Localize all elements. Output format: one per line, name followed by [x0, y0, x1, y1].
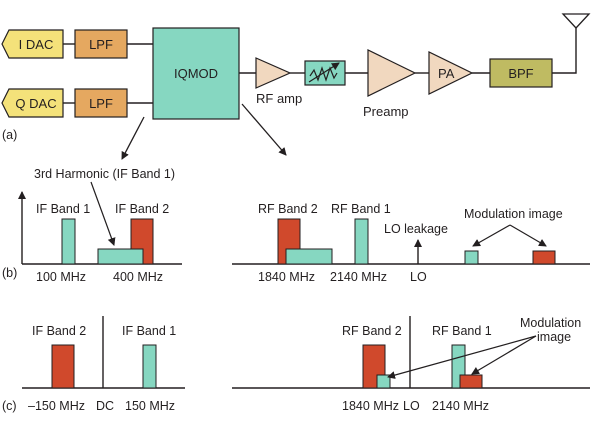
third-harmonic-label: 3rd Harmonic (IF Band 1): [34, 167, 175, 181]
modulation-image-arrow-c-right: [471, 335, 537, 375]
spectrum-b-right: RF Band 2 RF Band 1 LO leakage Modulatio…: [232, 202, 590, 284]
freq-1840-label: 1840 MHz: [258, 270, 315, 284]
if-band-1-label: IF Band 1: [36, 202, 90, 216]
wire-bpf-antenna: [552, 28, 577, 74]
rf-harmonic-bar: [285, 248, 333, 265]
if-band-2-label-c: IF Band 2: [32, 324, 86, 338]
section-label-b: (b): [2, 266, 17, 280]
block-diagram: I DAC Q DAC LPF LPF IQMOD RF amp: [1, 13, 591, 160]
lpf-top-label: LPF: [89, 37, 113, 52]
preamp-triangle: [367, 49, 417, 97]
if-band-1-label-c: IF Band 1: [122, 324, 176, 338]
modulation-image-red-bar: [532, 250, 556, 265]
dc-label: DC: [96, 399, 114, 413]
pa-label: PA: [438, 66, 455, 81]
q-dac-label: Q DAC: [15, 96, 56, 111]
freq-100-label: 100 MHz: [36, 270, 86, 284]
iqmod-label: IQMOD: [174, 66, 218, 81]
modulation-image-label-c-line1: Modulation: [520, 316, 581, 330]
if-band-1-pos-bar: [142, 344, 157, 389]
row-c: (c) IF Band 2 IF Band 1 –150 MHz DC 150 …: [2, 316, 590, 413]
if-band-2-label: IF Band 2: [115, 202, 169, 216]
modulation-image-teal-bar: [464, 250, 479, 265]
arrow-to-if-spectrum: [121, 116, 145, 160]
freq-2140-label: 2140 MHz: [330, 270, 387, 284]
if-band-1-bar: [61, 218, 76, 265]
lpf-top-block: [74, 29, 128, 59]
lo-label: LO: [410, 270, 427, 284]
rf-band-2-label-c: RF Band 2: [342, 324, 402, 338]
pa-triangle: [428, 51, 474, 95]
if-band-2-neg-bar: [51, 344, 75, 389]
iqmod-block: [152, 27, 240, 120]
variable-attenuator-icon: [304, 60, 346, 86]
section-label-c: (c): [2, 399, 17, 413]
freq-neg150-label: –150 MHz: [28, 399, 85, 413]
freq-1840-label-c: 1840 MHz: [342, 399, 399, 413]
row-b: (b) IF Band 1 IF Band 2 3rd Harmonic (IF…: [2, 167, 590, 284]
i-dac-label: I DAC: [19, 37, 54, 52]
lpf-bottom-label: LPF: [89, 96, 113, 111]
freq-150-label: 150 MHz: [125, 399, 175, 413]
arrow-to-rf-spectrum: [241, 103, 287, 156]
rf-amp-triangle: [255, 57, 292, 89]
bpf-block: [489, 58, 553, 88]
bpf-label: BPF: [508, 66, 533, 81]
freq-400-label: 400 MHz: [113, 270, 163, 284]
rf-band-1-bar: [354, 218, 369, 265]
lo-label-c: LO: [403, 399, 420, 413]
rf-amp-label: RF amp: [256, 91, 302, 106]
spectrum-c-right: RF Band 2 RF Band 1 Modulation image 184…: [232, 316, 590, 413]
modulation-image-arrow-left: [472, 224, 511, 247]
third-harmonic-arrow: [90, 181, 116, 246]
spectrum-c-left: IF Band 2 IF Band 1 –150 MHz DC 150 MHz: [22, 316, 185, 413]
lo-leakage-label: LO leakage: [384, 222, 448, 236]
preamp-label: Preamp: [363, 104, 409, 119]
third-harmonic-bar: [97, 248, 144, 265]
antenna-icon: [561, 13, 591, 29]
freq-2140-label-c: 2140 MHz: [432, 399, 489, 413]
rf-band-2-label: RF Band 2: [258, 202, 318, 216]
modulation-image-arrow-c-left: [387, 335, 537, 379]
modulation-image-arrow-right: [509, 224, 547, 247]
modulation-image-label: Modulation image: [464, 207, 563, 221]
rf-band-1-label-c: RF Band 1: [432, 324, 492, 338]
rf-band-1-label: RF Band 1: [331, 202, 391, 216]
lpf-bottom-block: [74, 88, 128, 118]
mod-image-teal-bar-c: [376, 374, 391, 389]
modulation-image-label-c-line2: image: [537, 330, 571, 344]
section-label-a: (a): [2, 128, 17, 142]
mod-image-red-bar-c: [459, 374, 483, 389]
spectrum-b-left: IF Band 1 IF Band 2 3rd Harmonic (IF Ban…: [18, 167, 182, 284]
